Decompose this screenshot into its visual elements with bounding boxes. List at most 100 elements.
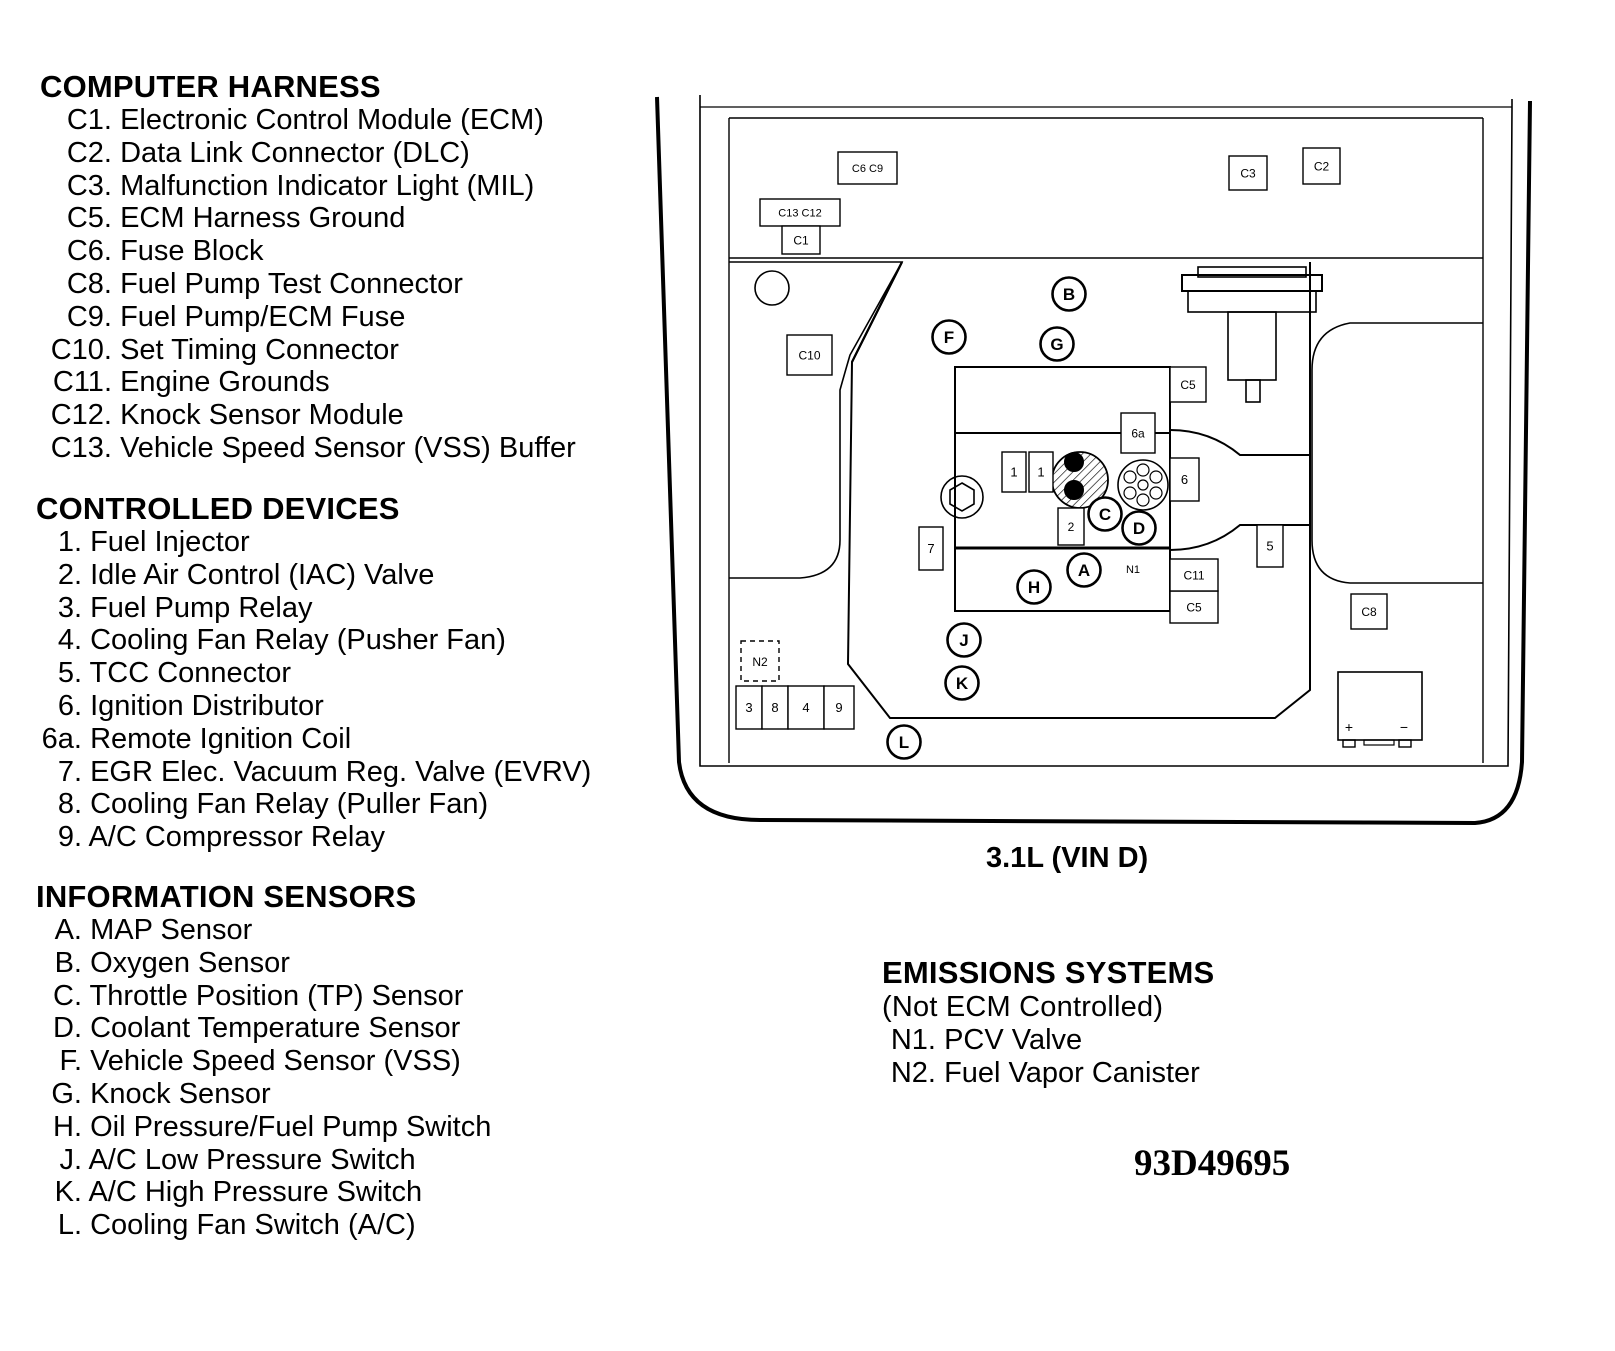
battery-post-left xyxy=(1342,739,1356,748)
legend-item-code: D. xyxy=(53,1012,82,1045)
sensor-marker-label: G xyxy=(1050,335,1063,354)
sensor-marker-label: B xyxy=(1063,285,1075,304)
legend-item: C. Throttle Position (TP) Sensor xyxy=(36,980,491,1013)
legend-item: 8. Cooling Fan Relay (Puller Fan) xyxy=(36,788,591,821)
legend-item: C11. Engine Grounds xyxy=(40,366,576,399)
sensor-marker-b xyxy=(1051,276,1087,312)
distributor-post-6 xyxy=(1123,470,1137,484)
component-box-r7 xyxy=(918,526,944,571)
component-box-label: C1 xyxy=(793,233,809,247)
legend-item-text: A/C Low Pressure Switch xyxy=(88,1143,416,1176)
distributor-post-3 xyxy=(1149,486,1163,500)
oil-filler-hex xyxy=(949,482,975,512)
legend-item: D. Coolant Temperature Sensor xyxy=(36,1012,491,1045)
legend-item: 3. Fuel Pump Relay xyxy=(36,592,591,625)
component-box-label: 9 xyxy=(835,700,842,715)
sensor-marker-label: H xyxy=(1028,578,1040,597)
legend-item: F. Vehicle Speed Sensor (VSS) xyxy=(36,1045,491,1078)
component-box-n2 xyxy=(740,640,780,682)
component-box-label: 5 xyxy=(1266,539,1273,554)
component-box-label: 1 xyxy=(1010,465,1017,480)
legend-item-code: C5. xyxy=(66,202,112,235)
legend-item-code: A. xyxy=(54,914,82,946)
legend-item: C12. Knock Sensor Module xyxy=(40,399,576,432)
component-box-label: 6 xyxy=(1181,472,1188,487)
legend-item-text: Oxygen Sensor xyxy=(90,946,290,979)
legend-item: C5. ECM Harness Ground xyxy=(40,202,576,235)
legend-item-text: TCC Connector xyxy=(89,657,292,690)
component-box-c8 xyxy=(1350,593,1388,630)
legend-item-code: C8. xyxy=(66,267,112,300)
component-box-label: C11 xyxy=(1183,568,1204,582)
oil-filler-cap xyxy=(940,475,984,519)
legend-item-code: 4. xyxy=(57,624,82,657)
injector-spot-2 xyxy=(1064,480,1084,500)
legend-item: 4. Cooling Fan Relay (Pusher Fan) xyxy=(36,624,591,657)
component-box-c6c9 xyxy=(837,151,898,185)
legend-item-text: Remote Ignition Coil xyxy=(90,722,352,755)
component-box-label: C6 C9 xyxy=(852,163,883,175)
component-box-c3 xyxy=(1228,155,1268,191)
legend-item: B. Oxygen Sensor xyxy=(36,947,491,980)
emission-label-n2: N2 xyxy=(752,655,768,669)
sensor-marker-label: L xyxy=(899,733,909,752)
emissions-systems-legend: EMISSIONS SYSTEMS (Not ECM Controlled) N… xyxy=(882,956,1214,1090)
emissions-systems-subtitle: (Not ECM Controlled) xyxy=(882,991,1164,1023)
legend-item: K. A/C High Pressure Switch xyxy=(36,1176,491,1209)
legend-item-text: Engine Grounds xyxy=(120,366,330,399)
component-box-r6 xyxy=(1169,457,1200,502)
legend-item-text: Fuel Vapor Canister xyxy=(944,1056,1200,1089)
component-box-c2 xyxy=(1302,147,1341,185)
sensor-marker-h xyxy=(1016,569,1052,605)
legend-item-code: C9. xyxy=(66,300,112,333)
sensor-marker-label: J xyxy=(959,631,968,650)
component-box-label: 8 xyxy=(771,700,778,715)
legend-item-code: C1. xyxy=(66,104,112,136)
component-box-label: C2 xyxy=(1314,159,1330,173)
component-box-label: 7 xyxy=(927,541,934,556)
legend-item-code: 8. xyxy=(57,788,82,821)
legend-item: N2. Fuel Vapor Canister xyxy=(882,1057,1214,1090)
legend-item-code: 6a. xyxy=(41,722,82,755)
document-id: 93D49695 xyxy=(1134,1143,1291,1184)
legend-item-text: Set Timing Connector xyxy=(120,333,399,366)
component-box-r5 xyxy=(1256,524,1284,568)
legend-item-code: C12. xyxy=(50,399,112,432)
legend-item-text: Data Link Connector (DLC) xyxy=(120,136,470,169)
legend-item-code: C13. xyxy=(50,431,112,464)
legend-item-code: C6. xyxy=(66,235,112,268)
legend-item-text: Idle Air Control (IAC) Valve xyxy=(90,558,435,591)
component-box-c5-bottom xyxy=(1169,590,1219,624)
legend-item: 1. Fuel Injector xyxy=(36,526,591,559)
component-box-c11 xyxy=(1169,558,1219,592)
component-box-r6a xyxy=(1120,412,1156,454)
legend-item: G. Knock Sensor xyxy=(36,1078,491,1111)
legend-item-text: Oil Pressure/Fuel Pump Switch xyxy=(90,1110,492,1143)
left-fender-well xyxy=(729,261,904,579)
computer-harness-list: C1. Electronic Control Module (ECM)C2. D… xyxy=(40,104,576,465)
legend-item-text: Cooling Fan Relay (Puller Fan) xyxy=(90,788,489,821)
legend-item-code: 3. xyxy=(57,591,82,624)
component-box-r9 xyxy=(823,685,855,730)
component-box-label: 6a xyxy=(1131,426,1145,440)
legend-item-text: Cooling Fan Relay (Pusher Fan) xyxy=(90,624,506,657)
legend-item-text: ECM Harness Ground xyxy=(120,202,406,235)
sensor-marker-label: F xyxy=(944,328,954,347)
legend-item-code: C10. xyxy=(50,333,112,366)
component-box-label: 2 xyxy=(1068,520,1075,534)
injector-spot-1 xyxy=(1064,452,1084,472)
legend-item-code: N1. xyxy=(890,1024,936,1056)
sensor-marker-k xyxy=(944,665,980,701)
component-box-label: 1 xyxy=(1037,465,1044,480)
distributor-post-center xyxy=(1137,479,1149,491)
component-box-c5-top xyxy=(1169,366,1207,403)
legend-item: H. Oil Pressure/Fuel Pump Switch xyxy=(36,1111,491,1144)
legend-item-code: 7. xyxy=(57,755,82,788)
legend-item: C2. Data Link Connector (DLC) xyxy=(40,137,576,170)
controlled-devices-title: CONTROLLED DEVICES xyxy=(36,491,400,526)
legend-item: C9. Fuel Pump/ECM Fuse xyxy=(40,301,576,334)
component-box-r8 xyxy=(761,685,789,730)
legend-item-code: 2. xyxy=(57,558,82,591)
